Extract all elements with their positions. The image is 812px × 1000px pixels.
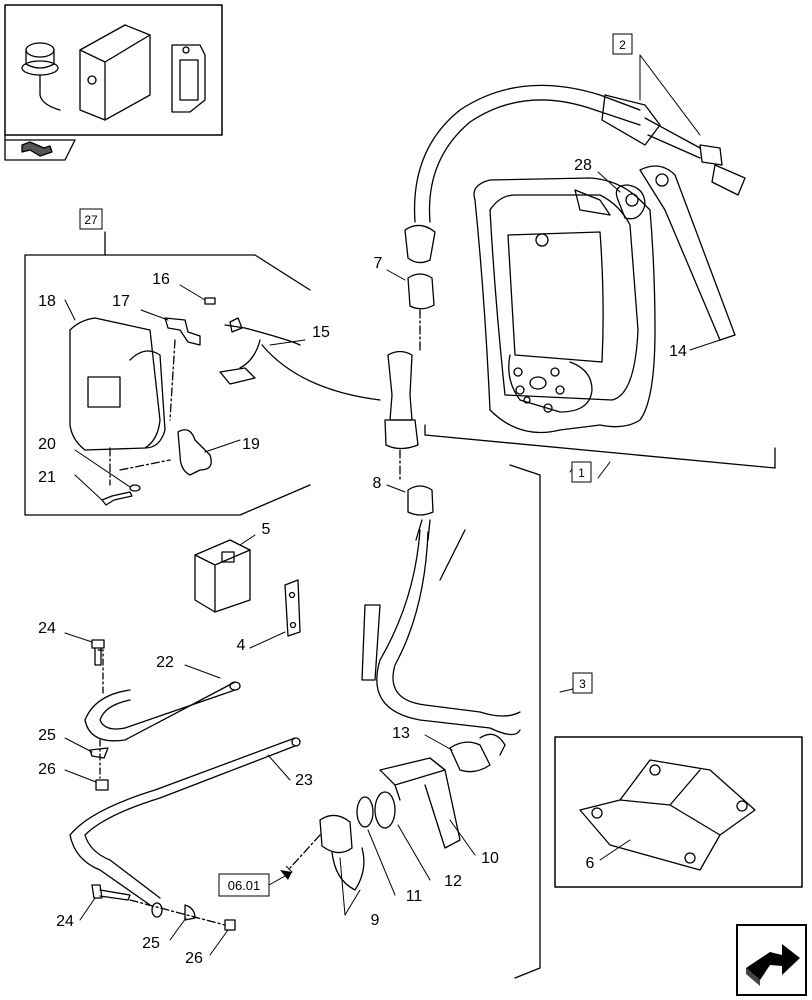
callout-18: 18 xyxy=(38,293,56,310)
frame-27 xyxy=(24,254,311,516)
callout-14: 14 xyxy=(669,343,687,360)
part-14-monitor xyxy=(473,165,736,434)
callout-7: 7 xyxy=(374,255,383,272)
callout-25-upper: 25 xyxy=(38,727,56,744)
part-2-cable xyxy=(413,84,641,223)
callout-5: 5 xyxy=(262,521,271,538)
callout-16: 16 xyxy=(152,271,170,288)
callout-10: 10 xyxy=(481,850,499,867)
callout-9: 9 xyxy=(371,912,380,929)
svg-text:27: 27 xyxy=(84,213,98,227)
callout-6: 6 xyxy=(586,855,595,872)
frame-1 xyxy=(424,424,776,469)
next-page-arrow-icon[interactable] xyxy=(736,924,807,996)
callout-20: 20 xyxy=(38,436,56,453)
frame-3 xyxy=(509,464,541,979)
callout-28: 28 xyxy=(574,157,592,174)
callout-15: 15 xyxy=(312,324,330,341)
callout-labels: 28 7 14 8 16 18 17 15 20 19 21 5 4 24 22… xyxy=(38,157,687,967)
callout-21: 21 xyxy=(38,469,56,486)
callout-19: 19 xyxy=(242,436,260,453)
callout-22: 22 xyxy=(156,654,174,671)
callout-23: 23 xyxy=(295,772,313,789)
svg-text:3: 3 xyxy=(579,677,586,691)
callout-12: 12 xyxy=(444,873,462,890)
callout-4: 4 xyxy=(237,637,246,654)
callout-17: 17 xyxy=(112,293,130,310)
parts-thumbnail-icon[interactable] xyxy=(4,4,223,161)
callout-8: 8 xyxy=(373,475,382,492)
callout-box-2: 2 xyxy=(612,33,633,55)
callout-24-lower: 24 xyxy=(56,913,74,930)
callout-13: 13 xyxy=(392,725,410,742)
svg-text:2: 2 xyxy=(619,38,626,52)
part-18-pouch xyxy=(69,317,166,451)
svg-text:06.01: 06.01 xyxy=(228,878,261,893)
callout-26-lower: 26 xyxy=(185,950,203,967)
svg-text:1: 1 xyxy=(578,466,585,480)
callout-26-upper: 26 xyxy=(38,761,56,778)
callout-24-upper: 24 xyxy=(38,620,56,637)
reference-box-06-01[interactable]: 06.01 xyxy=(218,865,293,897)
callout-box-27: 27 xyxy=(79,208,103,230)
callout-box-3: 3 xyxy=(572,672,593,694)
callout-box-1: 1 xyxy=(571,461,592,483)
callout-25-lower: 25 xyxy=(142,935,160,952)
callout-11: 11 xyxy=(406,888,423,905)
